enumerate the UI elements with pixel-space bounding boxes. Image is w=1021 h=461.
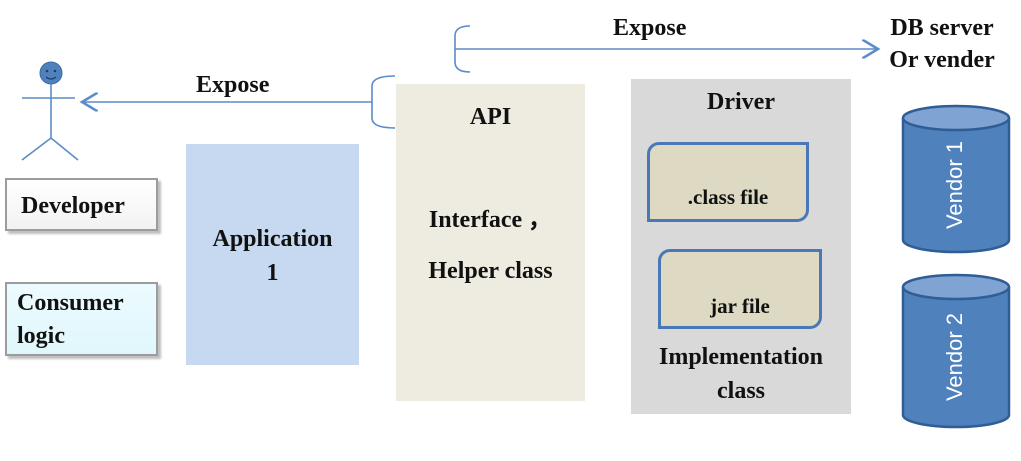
application-box: [186, 144, 359, 365]
expose-left-label: Expose: [196, 72, 270, 98]
consumer-label-line1: Consumer: [17, 290, 124, 316]
api-box: [396, 84, 585, 401]
db-server-label-line1: DB server: [890, 15, 994, 41]
class-file-box: .class file: [647, 142, 809, 222]
developer-label: Developer: [21, 193, 125, 219]
driver-box: [631, 79, 851, 414]
consumer-label-line2: logic: [17, 323, 65, 349]
implementation-label-line2: class: [717, 378, 765, 404]
db-server-label-line2: Or vender: [889, 47, 995, 73]
implementation-class-label: Implementation class: [631, 340, 851, 408]
vendor-2-cylinder-icon: [901, 273, 1011, 429]
developer-box: Developer: [5, 178, 158, 231]
vendor-1-label: Vendor 1: [942, 141, 967, 229]
jar-file-box: jar file: [658, 249, 822, 329]
application-label-line1: Application: [212, 226, 333, 252]
api-interface-label: Interface ，: [428, 207, 553, 233]
developer-stick-figure-icon: [21, 61, 79, 161]
expose-top-connector: [454, 25, 878, 73]
expose-top-label: Expose: [613, 15, 687, 41]
class-file-label: .class file: [687, 185, 769, 209]
consumer-logic-box: Consumer logic: [5, 282, 158, 356]
implementation-label-line1: Implementation: [659, 344, 823, 370]
jar-file-label: jar file: [710, 294, 770, 318]
api-helper-class-label: Helper class: [428, 258, 553, 284]
vendor-2-label: Vendor 2: [942, 313, 967, 401]
application-label-line2: 1: [266, 260, 279, 286]
db-server-label: DB server Or vender: [872, 12, 1012, 76]
driver-title: Driver: [707, 89, 775, 115]
api-title: API: [469, 104, 512, 130]
expose-left-connector: [82, 75, 396, 129]
application-label: Application 1: [186, 222, 359, 290]
vendor-1-cylinder-icon: [901, 104, 1011, 254]
